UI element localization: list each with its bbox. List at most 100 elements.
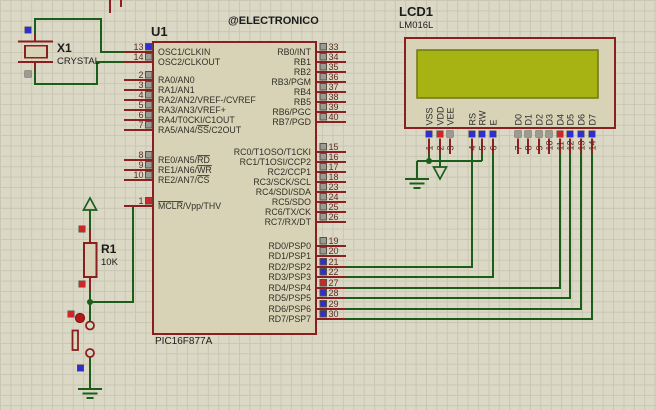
mcu-pin-number: 28 [329,288,339,298]
mcu-pin-label: RB1 [294,57,311,67]
lcd-pin-number: 14 [588,140,598,150]
pin-state-square [319,113,327,121]
junction-dot [87,299,93,305]
mcu-pin-number: 30 [329,309,339,319]
pin-state-square [319,63,327,71]
mcu-pin-number: 6 [138,110,143,120]
power-terminal-icon[interactable] [82,196,98,211]
mcu-pin-number: 36 [329,72,339,82]
crystal-body[interactable] [24,44,48,59]
mcu-pin-label: RA5/AN4/SS/C2OUT [158,125,242,135]
power-terminal-icon[interactable] [432,166,448,181]
button-actuator[interactable] [74,312,86,324]
pin-state-square [524,130,532,138]
pin-state-square [566,130,574,138]
lcd-pin-number: 10 [545,140,555,150]
mcu-pin-number: 38 [329,92,339,102]
pin-state-square [446,130,454,138]
wire[interactable] [346,154,561,289]
pin-state-square [545,130,553,138]
mcu-pin-label: RD6/PSP6 [268,304,311,314]
mcu-pin-number: 9 [138,160,143,170]
mcu-pin-number: 34 [329,52,339,62]
lcd-pin-number: 4 [468,145,478,150]
lcd-pin-label: D3 [545,114,555,126]
wire[interactable] [346,154,582,310]
lcd-pin-number: 7 [514,145,524,150]
mcu-pin-number: 7 [138,120,143,130]
mcu-pin-number: 13 [133,42,143,52]
mcu-pin-label: OSC2/CLKOUT [158,57,221,67]
pin-state-square [78,225,86,233]
pin-state-square [76,364,84,372]
lcd-pin-label: VSS [425,107,435,125]
pin-state-square [556,130,564,138]
pin-state-square [319,53,327,61]
pin-state-square [489,130,497,138]
pin-state-square [319,193,327,201]
pin-state-square [319,43,327,51]
mcu-pin-label: RA2/AN2/VREF-/CVREF [158,95,256,105]
pin-state-square [145,101,153,109]
mcu-pin-label: RA4/T0CKI/C1OUT [158,115,235,125]
mcu-pin-label: RD0/PSP0 [268,241,311,251]
lcd-pin-number: 11 [556,141,566,150]
resistor-body[interactable] [83,242,98,278]
mcu-pin-number: 19 [329,236,339,246]
wire[interactable] [346,154,593,320]
mcu-pin-label: RA1/AN1 [158,85,195,95]
mcu-pin-label: RD2/PSP2 [268,262,311,272]
wire[interactable] [346,154,494,278]
lcd-pin-label: RS [468,113,478,126]
mcu-body[interactable] [152,41,317,335]
mcu-pin-number: 21 [329,257,339,267]
lcd-pin-label: D4 [556,114,566,126]
wire[interactable] [346,154,571,299]
lcd-pin-number: 6 [489,145,499,150]
lcd-pin-number: 13 [577,140,587,150]
mcu-pin-label: RC7/RX/DT [265,217,312,227]
junction-dot [426,158,432,164]
mcu-pin-label: RA3/AN3/VREF+ [158,105,226,115]
mcu-annotation-label: @ELECTRONICO [228,15,319,27]
resistor-value-label: 10K [101,257,118,268]
mcu-pin-label: RB7/PGD [272,117,311,127]
lcd-pin-number: 2 [436,145,446,150]
wire[interactable] [34,18,124,53]
button-terminal[interactable] [85,348,95,358]
lcd-ref-label: LCD1 [399,4,433,19]
pin-state-square [145,43,153,51]
mcu-pin-number: 22 [329,267,339,277]
pin-state-square [145,53,153,61]
lcd-screen [416,49,599,99]
mcu-pin-label: RB6/PGC [272,107,311,117]
lcd-pin-label: VEE [446,107,456,125]
pin-state-square [535,130,543,138]
mcu-pin-number: 3 [138,80,143,90]
pin-state-square [319,73,327,81]
mcu-pin-label: OSC1/CLKIN [158,47,210,57]
button-terminal[interactable] [85,320,95,331]
pin-state-square [319,203,327,211]
pin-state-square [319,163,327,171]
mcu-pin-number: 26 [329,212,339,222]
pin-state-square [145,171,153,179]
lcd-pin-number: 3 [446,145,456,150]
mcu-pin-number: 8 [138,150,143,160]
mcu-pin-number: 18 [329,172,339,182]
mcu-pin-label: RC5/SDO [272,197,311,207]
mcu-pin-number: 20 [329,246,339,256]
pin-state-square [319,93,327,101]
pin-state-square [425,130,433,138]
mcu-pin-number: 29 [329,299,339,309]
lcd-pin-label: D2 [535,114,545,126]
wire[interactable] [346,154,473,268]
pin-state-square [436,130,444,138]
button-bar[interactable] [71,329,79,351]
crystal-part-label: CRYSTAL [57,56,100,67]
mcu-pin-number: 23 [329,182,339,192]
mcu-pin-label: RE2/AN7/CS [158,175,209,185]
wire[interactable] [34,61,124,85]
